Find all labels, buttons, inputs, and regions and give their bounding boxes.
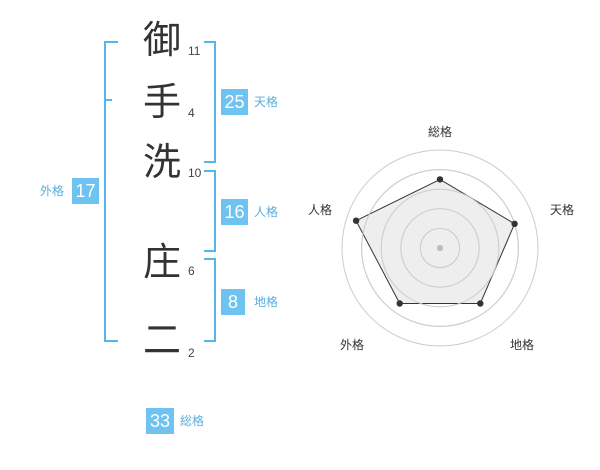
jinkaku-label: 人格 <box>254 205 279 219</box>
radar-axis-label-gaikaku: 外格 <box>340 338 365 352</box>
radar-axis-label-chikaku: 地格 <box>510 338 535 352</box>
tenkaku-bracket <box>204 41 216 163</box>
radar-point-2 <box>511 220 518 227</box>
radar-point-5 <box>352 217 360 224</box>
name-char-3: 洗 <box>142 140 181 184</box>
radar-point-4 <box>396 300 403 307</box>
chikaku-bracket <box>204 258 216 342</box>
stroke-count-4: 6 <box>188 264 195 278</box>
gaikaku-label: 外格 <box>40 184 65 198</box>
radar-axis-label-soukaku: 総格 <box>428 125 453 139</box>
tenkaku-label: 天格 <box>254 95 279 109</box>
radar-center-dot <box>437 245 443 251</box>
stroke-count-1: 11 <box>188 44 201 58</box>
radar-ring-overlay <box>361 169 519 327</box>
radar-ring-overlay <box>419 227 461 269</box>
chikaku-label: 地格 <box>254 295 279 309</box>
soukaku-score: 33 <box>146 408 174 434</box>
name-char-2: 手 <box>142 80 181 124</box>
stroke-count-3: 10 <box>188 166 202 180</box>
tenkaku-score: 25 <box>221 89 248 115</box>
radar-axis-label-jinkaku: 人格 <box>308 203 333 217</box>
radar-axis-label-tenkaku: 天格 <box>550 203 575 217</box>
gaikaku-bracket-tick <box>104 99 112 101</box>
gaikaku-score: 17 <box>72 178 99 204</box>
radar-ring-overlay <box>380 188 500 308</box>
name-char-1: 御 <box>142 18 181 62</box>
jinkaku-bracket <box>204 170 216 252</box>
gaikaku-bracket <box>104 41 118 342</box>
fortune-radar-chart <box>341 149 539 347</box>
name-char-4: 庄 <box>142 240 181 284</box>
soukaku-label: 総格 <box>180 414 205 428</box>
name-char-5: 二 <box>142 318 181 362</box>
stroke-count-5: 2 <box>188 346 195 360</box>
radar-area <box>355 178 516 304</box>
radar-point-3 <box>477 300 484 307</box>
stroke-count-2: 4 <box>188 106 195 120</box>
radar-point-1 <box>436 176 444 183</box>
radar-ring-overlay <box>400 208 480 288</box>
jinkaku-score: 16 <box>221 199 248 225</box>
chikaku-score: 8 <box>221 289 245 315</box>
